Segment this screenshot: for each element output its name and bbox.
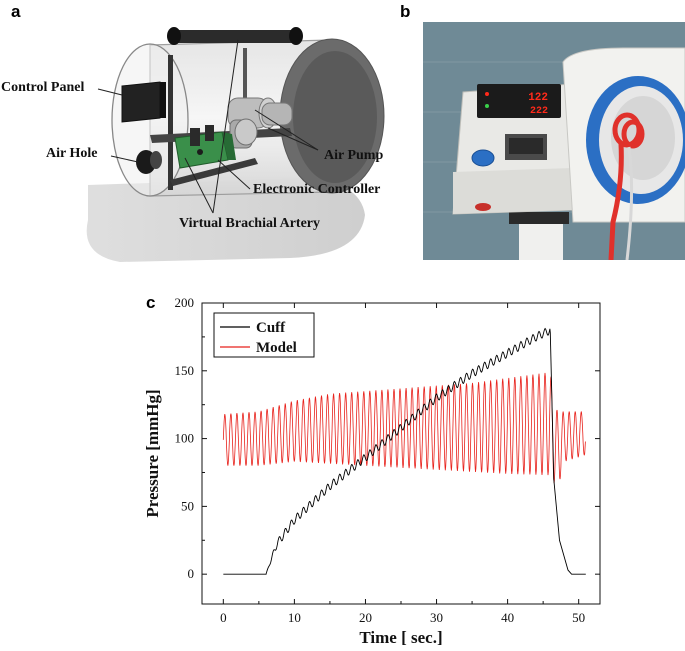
y-tick-label: 0	[188, 566, 195, 581]
top-rod	[170, 30, 300, 43]
start-button	[471, 149, 495, 167]
label-air-hole: Air Hole	[46, 146, 98, 161]
panel-label-a: a	[11, 2, 21, 21]
legend-label-model: Model	[256, 340, 297, 356]
display-reading-bottom: 222	[530, 106, 548, 117]
y-axis-title: Pressure [mmHg]	[143, 389, 162, 517]
x-tick-label: 40	[501, 610, 514, 625]
electronic-controller	[174, 125, 236, 169]
arm-model-diagram	[86, 27, 385, 262]
label-control-panel: Control Panel	[1, 80, 85, 95]
y-tick-label: 200	[175, 295, 195, 310]
y-tick-label: 50	[181, 498, 194, 513]
y-tick-label: 100	[175, 431, 195, 446]
label-virtual-brachial-artery: Virtual Brachial Artery	[179, 216, 321, 231]
x-tick-label: 0	[220, 610, 227, 625]
x-axis-title: Time [ sec.]	[359, 628, 442, 647]
label-electronic-controller: Electronic Controller	[253, 182, 381, 197]
series-model-line	[222, 372, 586, 484]
floor-shadow	[86, 178, 365, 262]
display-reading-top: 122	[528, 92, 548, 104]
x-tick-label: 30	[430, 610, 443, 625]
x-tick-label: 50	[572, 610, 585, 625]
legend-label-cuff: Cuff	[256, 320, 286, 336]
x-tick-label: 10	[288, 610, 301, 625]
y-tick-label: 150	[175, 363, 195, 378]
device-photo: 122 222	[423, 22, 685, 260]
artery-tube	[608, 112, 645, 260]
panel-label-c: c	[146, 293, 156, 312]
legend-box	[213, 312, 315, 358]
panel-label-b: b	[400, 2, 411, 21]
series-cuff-line	[223, 327, 586, 575]
x-tick-label: 20	[359, 610, 372, 625]
label-air-pump: Air Pump	[324, 148, 384, 163]
air-pump	[227, 97, 293, 149]
device-display	[477, 84, 561, 118]
